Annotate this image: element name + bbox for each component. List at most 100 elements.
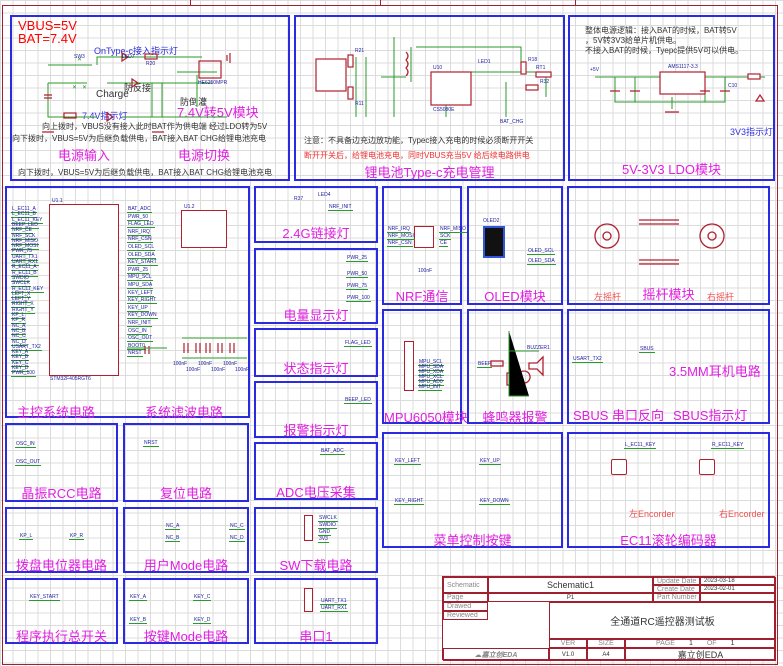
part-r18: R18 (528, 57, 538, 63)
net-label: KEY_B (129, 617, 148, 624)
part-c10: C10 (728, 83, 738, 89)
nrf-block[interactable]: NRF_IRQ NRF_MOSI NRF_CSN NRF_MISO SCK CE… (382, 186, 467, 305)
swd-header (304, 515, 313, 541)
size-label: SIZE (587, 639, 625, 648)
part-led7: LED7 (122, 54, 135, 60)
ldo-note-1: 整体电源逻辑：接入BAT的时候，BAT转5V (585, 26, 737, 35)
charger-title: 锂电池Type-c充电管理 (364, 165, 495, 180)
net-label: USART_TX2 (11, 343, 42, 351)
mcu-power-chip: U1.2 (181, 204, 227, 248)
net-label: PWR_25 (346, 255, 369, 262)
ruler-tick (575, 0, 576, 5)
menu-keys-title: 菜单控制按键 (433, 533, 512, 548)
note-switch-up: 向上拨时，VBUS没有接入此时BAT作为供电端 经过LDO转为5V (42, 122, 268, 131)
part-r37: R37 (294, 196, 304, 202)
net-label: UART_TX1 (11, 253, 39, 261)
reverse-label: 防反接 (124, 83, 152, 93)
net-label: PWR_50 (127, 213, 150, 221)
net-label: PWR_50 (346, 271, 369, 278)
net-label: NC_D (229, 535, 245, 542)
sbus-block[interactable]: USART_TX2 SBUS 3.5MM耳机电路 SBUS 串口反向 SBUS指… (567, 309, 770, 424)
rcc-block[interactable]: OSC_IN OSC_OUT 晶振RCC电路 (5, 423, 118, 502)
ruler-tick (190, 0, 191, 5)
ldo-wiring (595, 71, 766, 113)
net-label: PWR_75 (11, 248, 34, 256)
net-label: MPU_SCL (127, 274, 153, 282)
cap-value: 100nF (198, 361, 213, 367)
net-label: MPU_INT (418, 384, 442, 391)
part-r21: R21 (355, 48, 365, 54)
net-label: RIGHT_X (11, 301, 35, 309)
mpu-header (404, 341, 414, 391)
oled-title: OLED模块 (484, 289, 546, 304)
pg-label: PAGE (656, 640, 675, 647)
net-label: NRF_CE (11, 227, 34, 235)
ec11-block[interactable]: L_EC11_KEY R_EC11_KEY 左Encorder 右Encorde… (567, 432, 770, 548)
joystick-block[interactable]: 左摇杆 摇杆模块 右摇杆 (567, 186, 770, 305)
net-label: KEY_LEFT (127, 289, 155, 297)
net-label: OLED_SDA (527, 258, 556, 265)
schematic-value: Schematic1 (488, 577, 653, 593)
net-label: KEY_C (193, 594, 212, 601)
buzzer-title: 蜂鸣器报警 (482, 410, 548, 425)
main-switch-block[interactable]: KEY_START 程序执行总开关 (5, 578, 118, 644)
size-value: A4 (587, 648, 625, 661)
power-leds-block[interactable]: PWR_25 PWR_50 PWR_75 PWR_100 电量显示灯 (254, 248, 378, 324)
net-label: OSC_OUT (127, 335, 154, 343)
ldo-block[interactable]: 整体电源逻辑：接入BAT的时候，BAT转5V ，5V转3V3给单片机供电。 不接… (568, 15, 775, 181)
mcu-ref: U1.1 (52, 198, 63, 204)
dial-pot-block[interactable]: KP_L KP_R 拨盘电位器电路 (5, 507, 118, 573)
part-label: Part Number (653, 593, 700, 602)
key-mode-title: 按键Mode电路 (143, 629, 229, 644)
net-label: KEY_B (11, 354, 30, 362)
jack-title: 3.5MM耳机电路 (669, 364, 761, 379)
net-label: NRF_IRQ (387, 226, 411, 233)
menu-keys-block[interactable]: KEY_LEFT KEY_UP KEY_RIGHT KEY_DOWN 菜单控制按… (382, 432, 563, 548)
net-label: UART_TX1 (320, 598, 348, 605)
net-label: L_EC11_A (11, 206, 37, 213)
led-24g-block[interactable]: R37 LED4 NRF_INIT 2.4G链接灯 (254, 186, 378, 243)
key-mode-block[interactable]: KEY_A KEY_C KEY_B KEY_D 按键Mode电路 (123, 578, 249, 644)
buzzer-block[interactable]: BEEP BUZZER1 蜂鸣器报警 (467, 309, 563, 425)
net-label: LEFT_X (11, 290, 32, 298)
page-of-row: PAGE 1 OF 1 (625, 639, 776, 648)
uart1-block[interactable]: UART_TX1 UART_RX1 串口1 (254, 578, 378, 644)
oled-display-icon (483, 226, 505, 258)
net-label: BAT_ADC (127, 206, 152, 213)
net-label: KEY_LEFT (394, 458, 422, 465)
net-label: 3V3 (318, 536, 329, 543)
net-label: SBUS (639, 346, 655, 353)
charger-block[interactable]: R21 R11 U10 CS5080E LED1 R18 RT1 R32 BAT… (294, 15, 565, 181)
uart-header (304, 588, 313, 612)
oled-block[interactable]: OLED2 OLED_SCL OLED_SDA OLED模块 (467, 186, 563, 305)
net-label: L_EC11_KEY (624, 442, 657, 449)
power-input-block[interactable]: VBUS=5V BAT=7.4V OnType-c接入指示灯 防反接 Charg… (10, 15, 290, 181)
net-label: KEY_RIGHT (394, 498, 425, 505)
net-label: KP_L (11, 312, 26, 319)
net-label: SCK (439, 233, 452, 240)
user-mode-block[interactable]: NC_A NC_B NC_C NC_D 用户Mode电路 (123, 507, 249, 573)
reset-title: 复位电路 (159, 486, 212, 501)
status-led-block[interactable]: FLAG_LED 状态指示灯 (254, 328, 378, 377)
net-label: NRF_MISO (439, 226, 467, 233)
charger-note-1: 注意：不具备边充边放功能，Typec接入充电的时候必须断开开关 (304, 136, 534, 145)
net-label: NC_C (229, 523, 245, 530)
sw-download-block[interactable]: SWCLK SWDIO GND 3V3 SW下载电路 (254, 507, 378, 573)
alarm-led-block[interactable]: BEEP_LED 报警指示灯 (254, 381, 378, 438)
note-bottom: 向下拨时，VBUS=5V为后继负载供电，BAT接入BAT CHG给锂电池充电 (18, 168, 273, 177)
net-label: BAT_ADC (320, 448, 345, 455)
net-label: R_EC11_A (11, 264, 38, 272)
net-label: BEEP_LED (11, 221, 39, 229)
cap-value: 100nF (173, 361, 188, 367)
right-encoder-label: 右Encorder (719, 509, 765, 519)
net-label: SWCLK (11, 280, 31, 288)
left-encoder-symbol (611, 459, 627, 475)
update-label: Update Date (653, 577, 700, 585)
net-label: SWDIO (11, 274, 30, 282)
reset-block[interactable]: NRST 复位电路 (123, 423, 249, 502)
adc-block[interactable]: BAT_ADC ADC电压采集 (254, 442, 378, 500)
net-label: NC_B (11, 327, 27, 335)
svg-text:✕: ✕ (77, 57, 82, 63)
